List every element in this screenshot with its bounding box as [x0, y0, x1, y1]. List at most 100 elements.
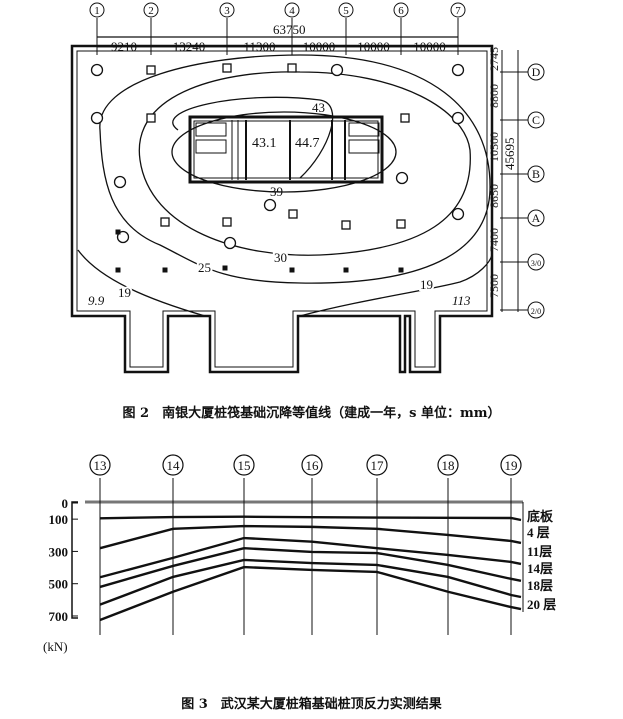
contour-label-43-1: 43.1 — [252, 136, 277, 151]
y-unit-label: (kN) — [43, 639, 68, 654]
row-bubble-4 — [527, 253, 545, 271]
grid-axis-label-13: 13 — [94, 458, 107, 473]
grid-axis-bubble-15 — [233, 454, 255, 476]
pile-dot — [289, 267, 295, 273]
grid-axis-bubble-19 — [500, 454, 522, 476]
contour-30 — [138, 71, 471, 256]
contour-25 — [99, 54, 491, 284]
series-line-4 — [99, 558, 522, 606]
grid-axis-label-14: 14 — [167, 458, 181, 473]
axis-bubble-5 — [338, 2, 354, 18]
y-tick-label-100: 100 — [49, 512, 69, 527]
axis-bubble-7 — [450, 2, 466, 18]
raft-inner-outline — [76, 50, 488, 368]
contour-label-25: 25 — [198, 260, 211, 275]
y-tick-label-0: 0 — [62, 496, 69, 511]
axis-bubble-6 — [393, 2, 409, 18]
grid-axis-label-19: 19 — [505, 458, 518, 473]
right-span-dim-3: 8650 — [487, 184, 501, 208]
pile-square — [160, 217, 170, 227]
span-dim-2: 11300 — [243, 39, 275, 54]
pile-dot — [343, 267, 349, 273]
row-bubble-1 — [527, 111, 545, 129]
pile-square — [341, 220, 351, 230]
pile-square — [146, 65, 156, 75]
contour-label-43: 43 — [312, 100, 325, 115]
row-label-2: B — [532, 167, 540, 181]
span-dim-4: 10000 — [357, 39, 390, 54]
right-span-dim-0: 2745 — [487, 47, 501, 71]
y-tick-label-300: 300 — [49, 544, 69, 559]
axis-label-3: 3 — [224, 5, 230, 17]
row-label-4: 3/0 — [531, 259, 541, 268]
span-dim-5: 10000 — [413, 39, 446, 54]
pile-dot — [398, 267, 404, 273]
span-dim-1: 13240 — [173, 39, 206, 54]
raft-outline — [70, 44, 494, 374]
pile-square — [288, 209, 298, 219]
grid-axis-bubble-16 — [301, 454, 323, 476]
series-line-0 — [99, 515, 522, 522]
right-span-dim-1: 8800 — [487, 84, 501, 108]
axis-bubble-3 — [219, 2, 235, 18]
pile-circle — [223, 236, 237, 250]
corner-value-left: 9.9 — [88, 293, 105, 308]
axis-bubble-1 — [89, 2, 105, 18]
axis-label-4: 4 — [289, 5, 295, 17]
core-box-inner — [193, 120, 379, 179]
grid-axis-label-15: 15 — [238, 458, 251, 473]
pile-square — [222, 217, 232, 227]
series-label-5: 20 层 — [527, 597, 556, 612]
series-label-4: 18层 — [527, 578, 553, 593]
contour-label-30: 30 — [274, 250, 287, 265]
grid-axis-bubble-13 — [89, 454, 111, 476]
grid-axis-label-18: 18 — [442, 458, 455, 473]
pile-circle — [113, 175, 127, 189]
row-label-3: A — [532, 211, 541, 225]
span-dim-0: 9210 — [111, 39, 137, 54]
total-width: 63750 — [273, 22, 306, 37]
total-depth: 45695 — [502, 138, 517, 171]
contour-label-39: 39 — [270, 184, 283, 199]
row-bubble-2 — [527, 165, 545, 183]
contour-label-19-right: 19 — [420, 277, 433, 292]
row-bubble-5 — [527, 301, 545, 319]
axis-label-6: 6 — [398, 5, 404, 17]
axis-bubble-4 — [284, 2, 300, 18]
series-label-1: 4 层 — [527, 525, 550, 540]
span-dim-3: 10000 — [303, 39, 336, 54]
grid-axis-bubble-14 — [162, 454, 184, 476]
pile-circle — [330, 63, 344, 77]
pile-circle — [451, 207, 465, 221]
axis-label-5: 5 — [343, 5, 349, 17]
right-span-dim-5: 7500 — [487, 274, 501, 298]
series-label-2: 11层 — [527, 544, 552, 559]
pile-square — [146, 113, 156, 123]
pile-circle — [451, 63, 465, 77]
contour-label-44-7: 44.7 — [295, 136, 320, 151]
contour-39 — [171, 111, 397, 193]
pile-square — [287, 63, 297, 73]
pile-square — [222, 63, 232, 73]
pile-dot — [222, 265, 228, 271]
series-label-3: 14层 — [527, 561, 553, 576]
pile-circle — [90, 63, 104, 77]
pile-circle — [395, 171, 409, 185]
series-label-0: 底板 — [527, 509, 554, 524]
pile-square — [396, 219, 406, 229]
pile-circle — [263, 198, 277, 212]
figure-2-caption: 图 2 南银大厦桩筏基础沉降等值线（建成一年，s 单位：mm） — [122, 406, 501, 421]
row-bubble-3 — [527, 209, 545, 227]
figure-3-caption: 图 3 武汉某大厦桩箱基础桩顶反力实测结果 — [181, 697, 442, 712]
contour-19-left — [77, 249, 206, 317]
pile-square — [400, 113, 410, 123]
right-span-dim-2: 10500 — [487, 132, 501, 162]
series-line-1 — [99, 524, 522, 550]
core-box — [188, 115, 384, 184]
y-tick-label-500: 500 — [49, 577, 69, 592]
figure-2-settlement-contours — [70, 2, 545, 374]
contour-19-right — [299, 254, 493, 317]
axis-label-7: 7 — [455, 5, 461, 17]
